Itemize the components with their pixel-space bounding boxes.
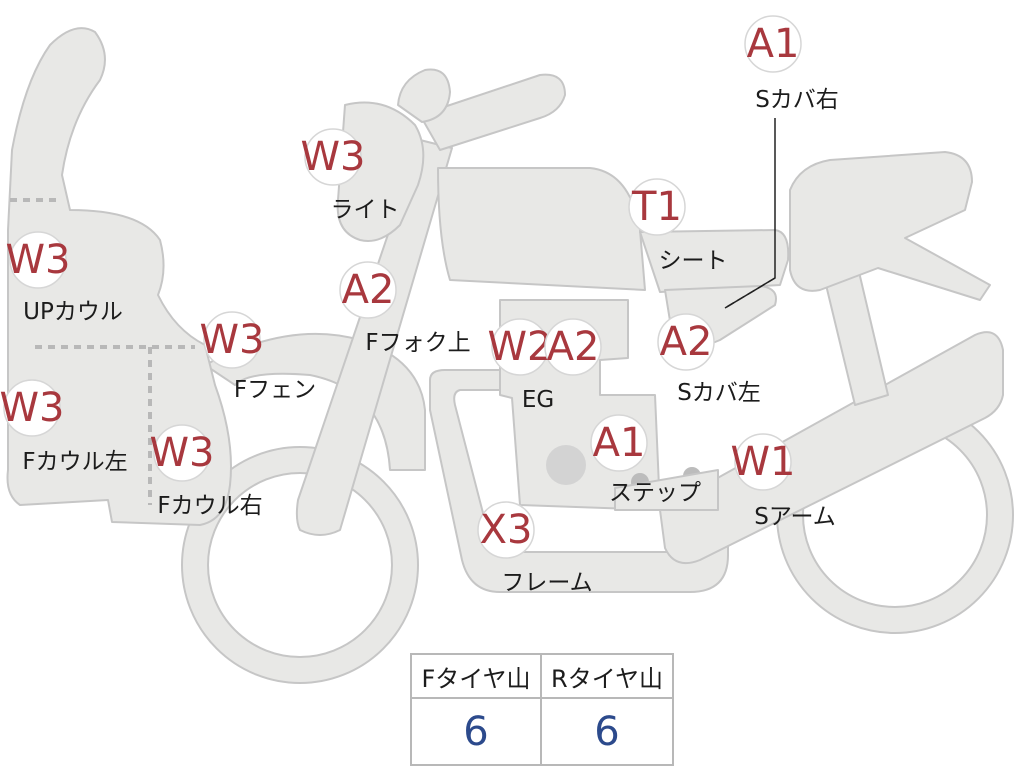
tread-depth-table: Fタイヤ山 Rタイヤ山 6 6 [410, 653, 674, 766]
marker-badge [9, 231, 67, 289]
part-label: フレーム [501, 570, 592, 596]
marker-step: A1 ステップ [590, 414, 701, 506]
part-label: Fフェン [234, 377, 316, 403]
marker-badge [153, 424, 211, 482]
damage-code: W3 [6, 237, 71, 283]
step-bar [614, 469, 719, 511]
front-tread-value: 6 [412, 699, 542, 764]
part-label: ステップ [609, 480, 701, 506]
damage-code: A1 [593, 420, 646, 466]
marker-badge [477, 501, 535, 559]
handlebar-shape [419, 73, 566, 151]
rear-tread-header: Rタイヤ山 [542, 655, 672, 699]
front-tread-header: Fタイヤ山 [412, 655, 542, 699]
damage-code: A2 [342, 267, 395, 313]
part-label: Fカウル右 [157, 493, 262, 519]
damage-code: W3 [301, 134, 366, 180]
marker-badge [544, 318, 602, 376]
part-label: シート [659, 248, 728, 274]
part-label: UPカウル [23, 299, 123, 325]
marker-badge [304, 128, 362, 186]
rear-tread-value: 6 [594, 708, 620, 755]
part-label: Sカバ右 [755, 87, 839, 113]
damage-code: W3 [150, 430, 215, 476]
front-wheel-hole [207, 472, 393, 658]
marker-badge [590, 414, 648, 472]
part-label: ライト [331, 197, 400, 223]
motorcycle-silhouette [6, 27, 1014, 684]
marker-badge [628, 178, 686, 236]
marker-badge [203, 311, 261, 369]
marker-engine-a: A2 [544, 318, 602, 376]
damage-code: T1 [631, 184, 682, 230]
damage-code: A2 [660, 319, 713, 365]
marker-light: W3 ライト [301, 128, 400, 223]
damage-code: W2 [488, 324, 553, 370]
swingarm-shape [659, 331, 1004, 564]
marker-badge [744, 15, 802, 73]
engine-cover [546, 445, 586, 485]
marker-badge [734, 433, 792, 491]
part-label: Fフォク上 [365, 330, 470, 356]
marker-badge [339, 261, 397, 319]
damage-code: W1 [731, 439, 796, 485]
marker-badge [657, 313, 715, 371]
scover-right-leader-dash [724, 277, 776, 309]
mirror-shape [397, 68, 451, 123]
part-label: Sカバ左 [677, 380, 761, 406]
tank-shape [437, 167, 646, 291]
part-label: Sアーム [754, 504, 836, 530]
damage-code: A1 [747, 21, 800, 67]
marker-frame: X3 フレーム [477, 501, 593, 596]
part-label: Fカウル左 [22, 449, 127, 475]
marker-badge [3, 379, 61, 437]
front-fork-shape [295, 139, 453, 536]
damage-code: W3 [200, 317, 265, 363]
part-label: EG [522, 387, 554, 413]
damage-code: A2 [547, 324, 600, 370]
damage-code: W3 [0, 385, 65, 431]
damage-code: X3 [480, 507, 533, 553]
seat-shape [639, 229, 790, 293]
marker-seat: T1 シート [628, 178, 728, 274]
fairing-shape [6, 27, 232, 526]
headlight-shape [336, 101, 425, 242]
tail-cowl-shape [789, 151, 991, 301]
